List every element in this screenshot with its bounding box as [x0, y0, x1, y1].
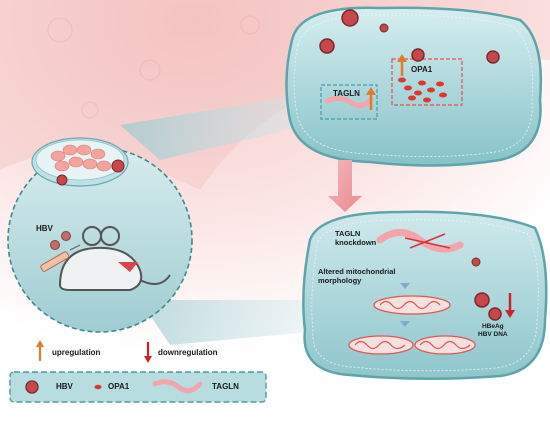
transition-arrow [328, 160, 362, 212]
legend-down-arrow-icon [144, 342, 152, 363]
upregulation-arrow-tagln [366, 87, 376, 110]
zoom-beam-bottom [140, 300, 330, 345]
legend-hbv-icon [25, 380, 39, 394]
top-cell [285, 6, 543, 167]
label-hbv: HBV [36, 224, 53, 233]
mitochondrion-top [373, 295, 451, 315]
down-chevrons [400, 283, 410, 327]
bottom-cell [302, 210, 548, 381]
upregulation-arrow-opa1 [397, 54, 407, 76]
tagln-filament [324, 95, 374, 109]
hbv-virus-icon [50, 231, 71, 250]
zoom-beam-top [120, 95, 330, 160]
cultured-cells [50, 144, 112, 172]
legend-tagln-icon [152, 379, 203, 394]
legend-hbv-label: HBV [56, 382, 73, 391]
label-tagln-knockdown: TAGLN knockdown [335, 229, 377, 247]
virus-bottom-cell [471, 257, 502, 321]
legend-tagln-label: TAGLN [212, 382, 239, 391]
label-hbeag-hbv-dna: HBeAg HBV DNA [478, 323, 508, 338]
syringe-icon [40, 244, 81, 272]
legend-opa1-icon [94, 384, 102, 390]
tagln-box [320, 84, 378, 120]
opa1-dots [398, 77, 447, 103]
mouse-outline [58, 226, 171, 291]
legend-box [9, 371, 267, 403]
legend-opa1-label: OPA1 [108, 382, 130, 391]
legend-upregulation-label: upregulation [52, 348, 101, 357]
virus-on-dish [56, 159, 125, 186]
tagln-knockdown-filament [376, 229, 464, 253]
mouse-circle [7, 137, 193, 333]
downregulation-arrow-hbv [505, 293, 515, 318]
label-altered-mitochondrial-morphology: Altered mitochondrial morphology [318, 267, 396, 285]
mitochondrion-left [348, 335, 414, 355]
legend-downregulation-label: downregulation [158, 348, 218, 357]
mitochondrion-right [414, 335, 476, 355]
label-opa1: OPA1 [411, 65, 433, 74]
virus-top-cell [319, 9, 500, 64]
opa1-box [391, 58, 463, 106]
mouse-liver [118, 262, 138, 272]
legend-up-arrow-icon [36, 340, 44, 361]
label-tagln: TAGLN [333, 89, 360, 98]
